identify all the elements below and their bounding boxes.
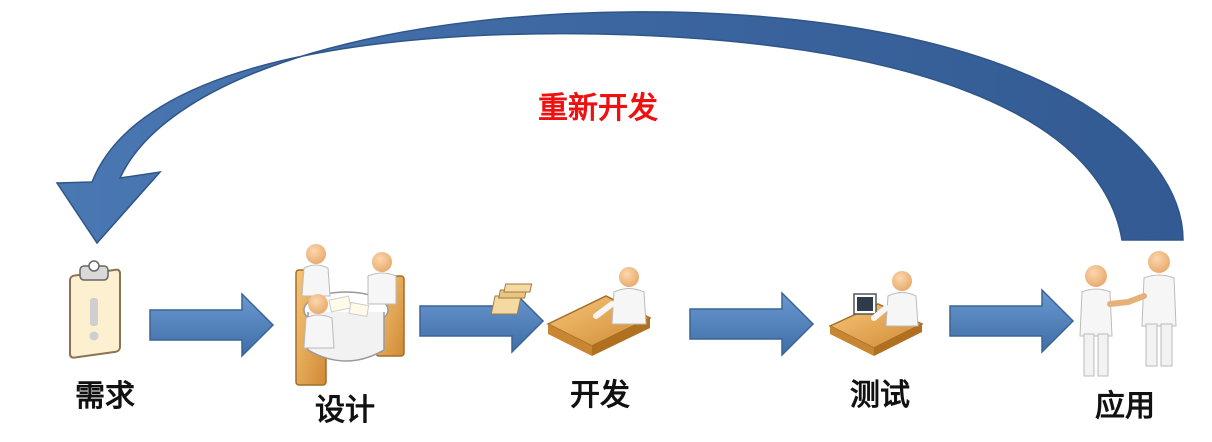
handshake-icon xyxy=(1079,251,1177,377)
flow-arrow-2 xyxy=(419,288,545,354)
stage-label-testing: 测试 xyxy=(850,378,910,413)
computer-desk-icon xyxy=(828,271,924,356)
stage-label-design: 设计 xyxy=(315,393,375,428)
stage-label-requirements: 需求 xyxy=(75,379,135,414)
meeting-table-icon xyxy=(295,244,405,386)
clipboard-icon xyxy=(69,260,121,359)
redevelop-label: 重新开发 xyxy=(538,91,658,126)
stage-label-deployment: 应用 xyxy=(1095,389,1155,424)
flow-arrow-1 xyxy=(149,292,275,358)
desk-worker-icon xyxy=(490,267,652,356)
stage-label-development: 开发 xyxy=(570,378,630,413)
flow-arrow-4 xyxy=(949,288,1075,354)
flow-arrow-3 xyxy=(689,291,815,357)
redevelop-loop-arrow xyxy=(55,11,1184,245)
